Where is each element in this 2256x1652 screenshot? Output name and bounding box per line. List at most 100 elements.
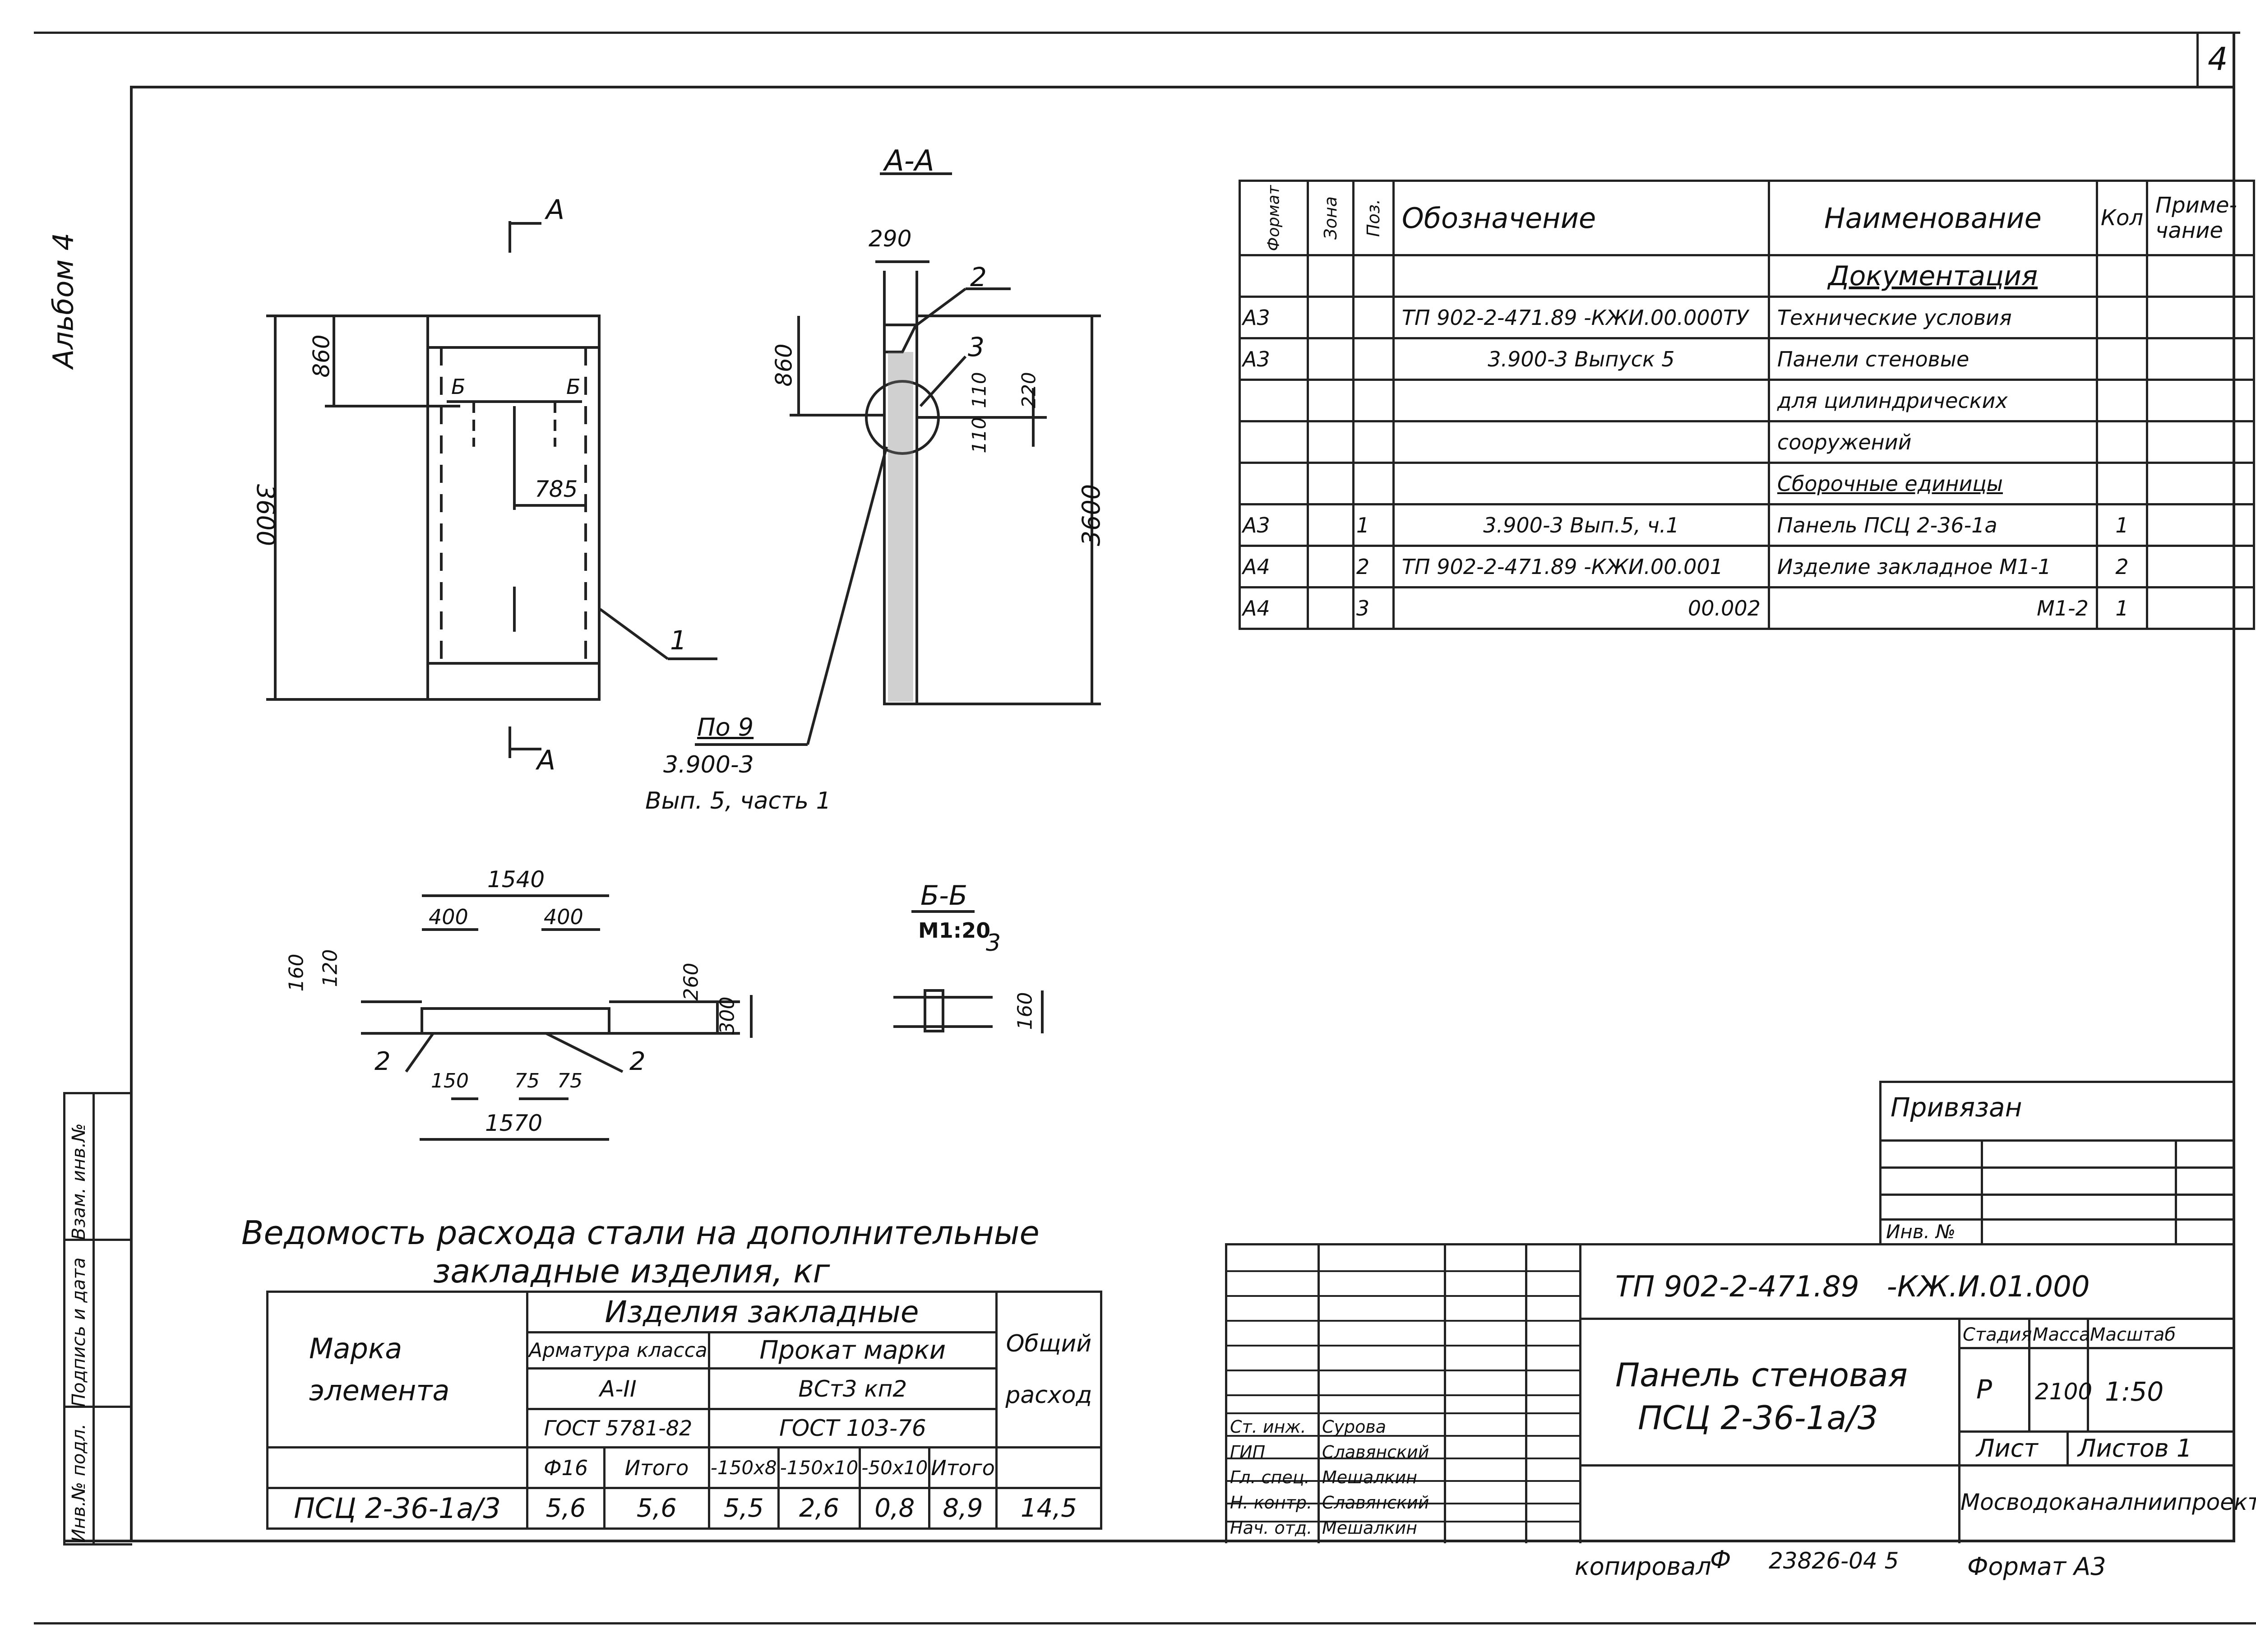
spec-cell-pos: 2 [1352, 545, 1395, 588]
spec-cell-zone [1307, 254, 1355, 298]
spec-cell-zone [1307, 545, 1355, 588]
side-stamp-row2 [65, 1406, 132, 1408]
steel-h-blank [266, 1447, 528, 1489]
signer-role: Гл. спец. [1230, 1467, 1310, 1487]
bound-row2 [1882, 1166, 2233, 1169]
tb-sheets-h: Листов 1 [2078, 1434, 2192, 1462]
tb-sheet-line [1958, 1430, 2235, 1433]
tb-grid-row [1227, 1295, 1579, 1297]
spec-row: для цилиндрических [1238, 379, 2256, 422]
spec-h-name: Наименование [1767, 180, 2098, 256]
bound-label: Привязан [1891, 1092, 2022, 1123]
spec-h-zone: Зона [1307, 180, 1355, 256]
bottom-rule [34, 1622, 2256, 1624]
spec-row: сооружений [1238, 420, 2256, 464]
spec-cell-pos [1352, 420, 1395, 464]
spec-cell-note [2146, 586, 2256, 630]
tb-code: ТП 902-2-471.89 -КЖ.И.01.000 [1615, 1270, 2090, 1304]
spec-cell-qty [2095, 296, 2149, 339]
steel-h-rolled: Прокат марки [707, 1331, 998, 1370]
signer-name: Мешалкин [1322, 1518, 1418, 1538]
spec-cell-name: Технические условия [1767, 296, 2098, 339]
spec-cell-format [1238, 420, 1309, 464]
spec-cell-qty [2095, 420, 2149, 464]
steel-row-mark: ПСЦ 2-36-1а/3 [266, 1487, 528, 1530]
spec-cell-designation: ТП 902-2-471.89 -КЖИ.00.001 [1392, 545, 1770, 588]
dim-860-aa: 860 [771, 343, 797, 387]
bound-block: Привязан Инв. № [1879, 1081, 2233, 1245]
spec-cell-pos [1352, 379, 1395, 422]
dim-150: 150 [431, 1069, 469, 1092]
section-bb-leader-3: 3 [986, 930, 1001, 957]
spec-cell-note [2146, 462, 2256, 505]
steel-col-150x10: -150х10 [777, 1446, 861, 1489]
spec-cell-qty [2095, 337, 2149, 381]
spec-cell-designation [1392, 379, 1770, 422]
bound-row4 [1882, 1218, 2233, 1221]
signer-role: ГИП [1230, 1442, 1266, 1462]
dim-bb-160-label: 160 [1013, 992, 1037, 1030]
section-aa-top-notch [884, 324, 918, 353]
leader-3-label: 3 [968, 332, 985, 362]
tb-org: Мосводоканалниипроект [1960, 1489, 2256, 1515]
spec-cell-qty: 1 [2095, 586, 2149, 630]
spec-cell-pos: 3 [1352, 586, 1395, 630]
spec-cell-name: Документация [1767, 254, 2098, 298]
note-line2: 3.900-3 [663, 751, 754, 778]
dim-400b: 400 [544, 905, 583, 929]
side-stamp-divider [92, 1094, 95, 1543]
spec-cell-designation [1392, 462, 1770, 505]
tb-grid-row [1227, 1480, 1579, 1482]
spec-cell-name: Сборочные единицы [1767, 462, 2098, 505]
spec-cell-qty [2095, 462, 2149, 505]
spec-h-qty: Кол [2095, 180, 2149, 256]
spec-h-note: Приме- чание [2146, 180, 2256, 256]
steel-col-150x8: -150х8 [707, 1446, 780, 1489]
steel-col-total-rolled: Итого [928, 1446, 998, 1489]
leader-plan-2a-label: 2 [374, 1047, 391, 1076]
dim-1540: 1540 [487, 866, 545, 893]
section-a-bottom-letter: А [537, 745, 556, 776]
signer-name: Славянский [1322, 1493, 1429, 1513]
signer-role: Ст. инж. [1230, 1417, 1306, 1437]
spec-cell-pos [1352, 462, 1395, 505]
tb-stage-h-line [1958, 1347, 2235, 1349]
spec-cell-format [1238, 379, 1309, 422]
note-line3: Вып. 5, часть 1 [645, 787, 831, 814]
spec-cell-note [2146, 545, 2256, 588]
section-aa-hatch [888, 352, 913, 702]
side-stamp-row1 [65, 1239, 132, 1241]
spec-h-designation: Обозначение [1392, 180, 1770, 256]
steel-val-50x10: 0,8 [859, 1487, 931, 1530]
spec-cell-designation [1392, 254, 1770, 298]
frame-bottom [63, 1540, 2235, 1542]
tb-scale: 1:50 [2105, 1376, 2164, 1407]
spec-cell-qty [2095, 379, 2149, 422]
tb-mass-h: Масса [2033, 1324, 2090, 1345]
dim-120: 120 [319, 949, 342, 987]
plan-panel [421, 1007, 610, 1035]
section-a-top-letter: А [546, 194, 565, 226]
tb-mass: 2100 [2035, 1379, 2093, 1405]
steel-title-2: закладные изделия, кг [433, 1252, 830, 1290]
spec-cell-name: Панели стеновые [1767, 337, 2098, 381]
footer-copied: копировал [1575, 1552, 1711, 1581]
dim-110b: 110 [968, 417, 990, 453]
steel-val-f16: 5,6 [526, 1487, 606, 1530]
spec-cell-qty [2095, 254, 2149, 298]
footer-format: Формат А3 [1967, 1552, 2106, 1581]
spec-cell-zone [1307, 337, 1355, 381]
steel-h-rolled-grade: ВСт3 кп2 [707, 1367, 998, 1410]
dim-290: 290 [869, 226, 912, 252]
bound-row3 [1882, 1194, 2233, 1196]
leader-plan-2a [405, 1032, 435, 1073]
tb-sheet-h: Лист [1976, 1434, 2038, 1462]
spec-cell-zone [1307, 462, 1355, 505]
dim-785: 785 [535, 476, 578, 502]
footer-signature-mark: Ф [1710, 1546, 1731, 1574]
dim-1570: 1570 [485, 1110, 543, 1136]
spec-cell-pos: 1 [1352, 503, 1395, 547]
spec-cell-zone [1307, 296, 1355, 339]
